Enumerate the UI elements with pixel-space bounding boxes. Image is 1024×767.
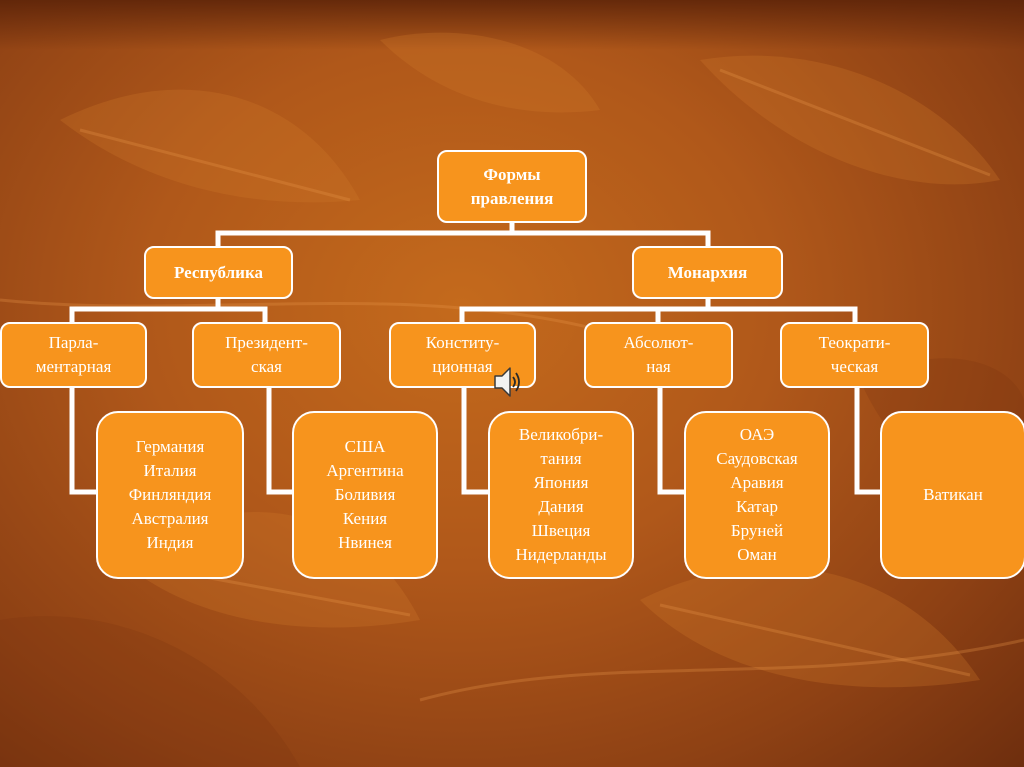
list-item: Индия [146,533,194,552]
list-item: Оман [737,545,777,564]
node-absolute: Абсолют- ная [584,322,733,388]
node-theocratic: Теократи- ческая [780,322,929,388]
root-node-line1: Формы [483,164,541,184]
list-item: США [344,437,386,456]
list-item: Аргентина [326,461,404,480]
examples-constitutional: Великобри- тания Япония Дания Швеция Нид… [488,411,634,579]
node-parliamentary-line2: ментарная [35,357,112,376]
list-item: Саудовская [716,449,798,468]
node-constitutional: Конститу- ционная [389,322,536,388]
examples-absolute: ОАЭ Саудовская Аравия Катар Бруней Оман [684,411,830,579]
root-node-forms-of-government: Формы правления [437,150,587,223]
list-item: Кения [342,509,388,528]
list-item: Германия [135,437,205,456]
list-item: Швеция [531,521,591,540]
node-parliamentary-line1: Парла- [48,333,99,352]
list-item: Боливия [334,485,396,504]
list-item: Италия [143,461,197,480]
node-theocratic-line1: Теократи- [818,333,891,352]
node-presidential-line2: ская [251,357,282,376]
list-item: Бруней [730,521,784,540]
node-constitutional-line2: ционная [432,357,493,376]
list-item: Ватикан [923,485,983,504]
node-presidential: Президент- ская [192,322,341,388]
list-item: Дания [538,497,584,516]
list-item: тания [540,449,582,468]
list-item: Великобри- [518,425,604,444]
node-theocratic-line2: ческая [830,357,879,376]
list-item: Катар [736,497,778,516]
examples-presidential: США Аргентина Боливия Кения Нвинея [292,411,438,579]
list-item: Нвинея [338,533,392,552]
list-item: Япония [533,473,589,492]
node-parliamentary: Парла- ментарная [0,322,147,388]
node-absolute-line1: Абсолют- [623,333,694,352]
list-item: Аравия [730,473,784,492]
list-item: Финляндия [128,485,212,504]
root-node-line2: правления [470,188,554,208]
node-absolute-line2: ная [646,357,671,376]
node-monarchy: Монархия [632,246,783,299]
list-item: Нидерланды [515,545,607,564]
examples-theocratic: Ватикан [880,411,1024,579]
node-republic-label: Республика [174,262,263,282]
speaker-icon[interactable] [492,362,524,402]
node-monarchy-label: Монархия [667,262,748,282]
node-constitutional-line1: Конститу- [425,333,500,352]
list-item: ОАЭ [739,425,775,444]
examples-parliamentary: Германия Италия Финляндия Австралия Инди… [96,411,244,579]
node-republic: Республика [144,246,293,299]
node-presidential-line1: Президент- [225,333,308,352]
list-item: Австралия [131,509,209,528]
